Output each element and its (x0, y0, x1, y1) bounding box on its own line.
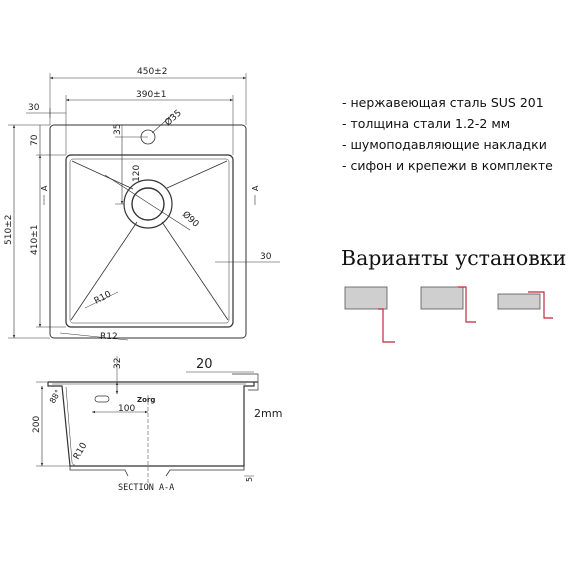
overflow-slot (94, 395, 110, 403)
variant-undermount (344, 286, 395, 343)
dim-rim-width: 20 (196, 357, 213, 372)
section-view (36, 356, 259, 490)
dim-inner-radius: R10 (93, 289, 114, 306)
section-mark-right: A (251, 185, 260, 191)
dim-top-flange: 70 (30, 134, 40, 146)
feature-item: - нержавеющая сталь SUS 201 (342, 95, 544, 110)
dim-drain-diameter: Ø90 (180, 209, 201, 230)
dim-flange-left: 30 (28, 103, 40, 113)
section-mark-left: A (40, 185, 49, 191)
dim-flange-right: 30 (260, 252, 272, 262)
dim-tap-offset: 35 (113, 124, 123, 135)
dim-drain-distance: 100 (118, 404, 135, 414)
top-view (8, 73, 280, 341)
bowl-outline (65, 154, 234, 328)
brand-logo: Zorg (137, 396, 155, 404)
variants-title: Варианты установки (341, 246, 567, 270)
variant-flush (420, 286, 476, 323)
feature-item: - сифон и крепежи в комплекте (342, 158, 553, 173)
dim-overflow-offset: 32 (113, 358, 123, 369)
dim-overall-height: 510±2 (4, 215, 14, 245)
dim-angle: 88° (48, 388, 63, 405)
variant-topmount (497, 291, 553, 319)
feature-item: - шумоподавляющие накладки (342, 137, 547, 152)
sink-outline (49, 124, 247, 339)
dim-drain-offset: 120 (132, 165, 142, 182)
dim-inner-height: 410±1 (30, 225, 40, 255)
drain-outer (123, 179, 173, 229)
installation-variants (344, 286, 553, 343)
dim-overall-width: 450±2 (137, 67, 167, 77)
section-profile (47, 381, 258, 467)
section-label: SECTION A-A (118, 483, 174, 493)
dim-outer-radius: R12 (100, 332, 118, 342)
dim-thickness: 2mm (254, 407, 282, 420)
drain-inner (131, 187, 165, 221)
dim-foot-height: 5 (245, 477, 254, 482)
dim-bottom-radius: R10 (72, 441, 90, 462)
dim-inner-width: 390±1 (136, 90, 166, 100)
dim-depth: 200 (32, 416, 42, 433)
feature-item: - толщина стали 1.2-2 мм (342, 116, 511, 131)
